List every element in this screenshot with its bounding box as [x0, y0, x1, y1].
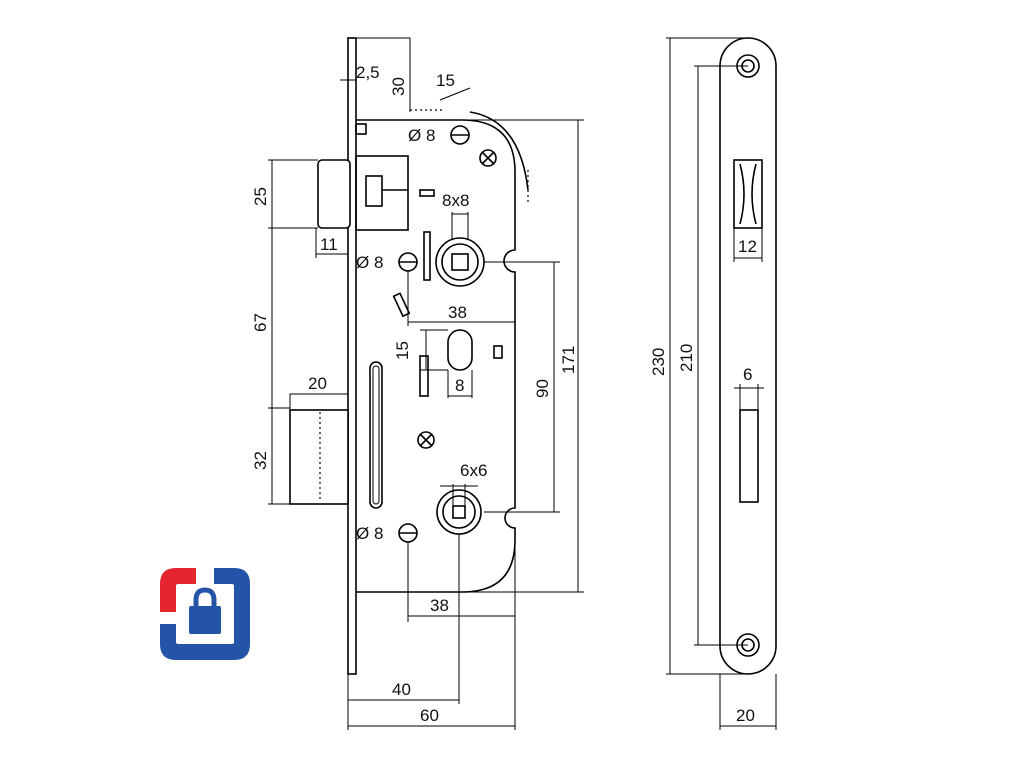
- dim-38-top: 38: [448, 303, 467, 322]
- dim-2-5: 2,5: [356, 63, 380, 82]
- dim-11: 11: [320, 235, 338, 254]
- dim-60: 60: [420, 706, 439, 725]
- dim-hole-bottom: Ø 8: [356, 524, 383, 543]
- hole-bottom: [398, 523, 418, 543]
- dimension-labels-side: 2,5 30 15 Ø 8 8x8 25 11 Ø 8 67 38 15 20 …: [251, 63, 578, 725]
- hole-mid: [398, 252, 418, 272]
- dim-hole-top: Ø 8: [408, 126, 435, 145]
- dim-40: 40: [392, 680, 411, 699]
- dim-171: 171: [559, 346, 578, 374]
- key-follower-6x6: [436, 489, 482, 535]
- screw-top-icon: [479, 149, 497, 167]
- lock-body-side-view: [289, 37, 529, 675]
- bolt-window: [739, 409, 759, 503]
- dimension-lines-side: [268, 37, 584, 730]
- handle-follower-8x8: [435, 237, 485, 287]
- latch-bolt: [317, 159, 351, 229]
- dim-20-plate: 20: [736, 706, 755, 725]
- dim-30: 30: [389, 77, 408, 96]
- padlock-icon: [189, 587, 221, 634]
- dim-230: 230: [649, 348, 668, 376]
- long-slot: [369, 361, 383, 509]
- oval-slot: [447, 329, 473, 371]
- dim-90: 90: [533, 379, 552, 398]
- dim-38-bottom: 38: [430, 596, 449, 615]
- lock-case-outline: [356, 119, 516, 593]
- dim-15-slot: 15: [393, 341, 412, 360]
- dim-8x8: 8x8: [442, 191, 469, 210]
- dim-8-slot: 8: [455, 376, 464, 395]
- dim-20-bolt: 20: [308, 374, 327, 393]
- logo-red-corner: [160, 568, 196, 612]
- dim-210: 210: [677, 344, 696, 372]
- dim-6x6: 6x6: [460, 461, 487, 480]
- latch-window: [733, 159, 763, 229]
- logo-blue-frame: [160, 568, 250, 660]
- faceplate-outline: [719, 37, 777, 675]
- dim-hole-mid: Ø 8: [356, 253, 383, 272]
- screw-mid-icon: [417, 431, 435, 449]
- latch-curve: [469, 111, 529, 191]
- brand-logo: [160, 568, 250, 660]
- dim-25: 25: [251, 187, 270, 206]
- faceplate-front-view: [719, 37, 777, 675]
- dim-67: 67: [251, 313, 270, 332]
- dim-12: 12: [738, 237, 757, 256]
- dimension-lines-faceplate: [666, 37, 777, 730]
- dimension-labels-faceplate: 230 210 12 6 20: [649, 237, 757, 725]
- faceplate-strip: [347, 37, 357, 675]
- dim-6: 6: [743, 365, 752, 384]
- deadbolt: [289, 409, 349, 505]
- dim-15-top: 15: [436, 71, 455, 90]
- hole-top: [450, 125, 470, 145]
- dim-32: 32: [251, 451, 270, 470]
